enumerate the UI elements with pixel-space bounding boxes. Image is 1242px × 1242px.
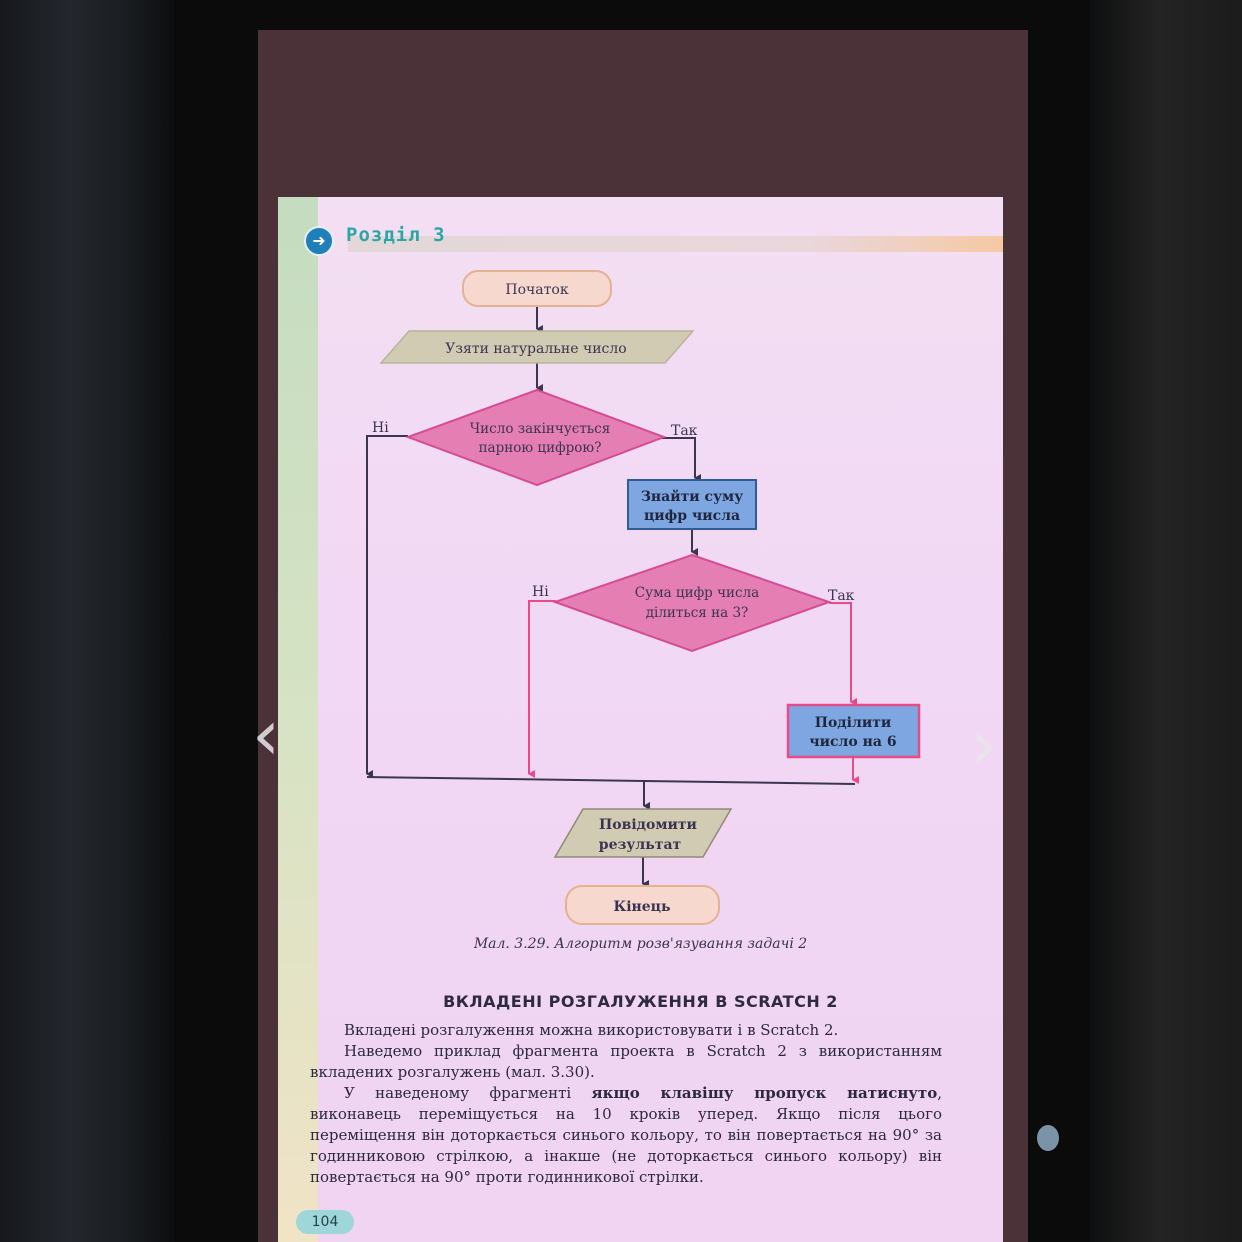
screen-reflection [1037, 1125, 1059, 1151]
connector-yes2 [829, 602, 857, 706]
connector-no1 [366, 435, 408, 778]
output-line2: результат [599, 837, 682, 853]
background-leather-right [1090, 0, 1242, 1242]
decision2-yes-label: Так [828, 588, 855, 604]
process2-node [786, 703, 921, 759]
start-node [462, 270, 612, 307]
page-left-strip [278, 197, 318, 1242]
body-text: Вкладені розгалуження можна використовув… [310, 1020, 942, 1188]
decision1-no-label: Ні [372, 420, 389, 436]
input-node [379, 330, 695, 364]
decision2-no-label: Ні [532, 584, 549, 600]
paragraph-1: Вкладені розгалуження можна використовув… [344, 1021, 839, 1039]
end-node [565, 885, 720, 925]
figure-caption: Мал. 3.29. Алгоритм розв'язування задачі… [473, 936, 808, 952]
process2-line1: Поділити [815, 715, 892, 731]
decision1-node [405, 388, 667, 487]
paragraph-3-end: , виконавець переміщується на 10 кроків … [310, 1084, 942, 1186]
connector-no2 [528, 600, 556, 778]
input-label: Узяти натуральне число [445, 341, 626, 357]
connector-yes1 [656, 437, 701, 482]
process1-line2: цифр числа [644, 508, 740, 524]
arrow-right-circle-icon: ➜ [304, 226, 334, 256]
section-heading: ВКЛАДЕНІ РОЗГАЛУЖЕННЯ В SCRATCH 2 [443, 992, 838, 1011]
decision1-yes-label: Так [671, 423, 698, 439]
output-node [553, 808, 733, 858]
decision1-line2: парною цифрою? [479, 440, 602, 456]
start-label: Початок [505, 282, 568, 298]
section-band [348, 236, 1003, 252]
book-page[interactable]: ➜ Розділ 3 Початок Узяти натуральне числ… [278, 197, 1003, 1242]
decision1-line1: Число закінчується [470, 421, 610, 437]
section-title: Розділ 3 [346, 224, 446, 246]
paragraph-2: Наведемо приклад фрагмента проекта в Scr… [310, 1042, 942, 1081]
background-leather-left [0, 0, 175, 1242]
chevron-right-icon[interactable]: › [970, 704, 998, 786]
page-number: 104 [296, 1210, 354, 1234]
decision2-node [551, 553, 833, 653]
decision2-line2: ділиться на 3? [646, 605, 749, 621]
output-line1: Повідомити [599, 817, 697, 833]
process1-node [627, 479, 757, 530]
paragraph-3: У наведеному фрагменті якщо клавішу проп… [310, 1083, 942, 1188]
end-label: Кінець [613, 899, 670, 915]
flowchart: Початок Узяти натуральне число Число зак… [366, 270, 921, 925]
process2-line2: число на 6 [809, 734, 896, 750]
paragraph-3-bold: якщо клавішу пропуск натиснуто [591, 1084, 938, 1102]
process1-line1: Знайти суму [641, 488, 743, 505]
paragraph-3-start: У наведеному фрагменті [344, 1084, 592, 1102]
merge-line [366, 776, 856, 785]
chevron-left-icon[interactable]: ‹ [252, 694, 280, 776]
decision2-line1: Сума цифр числа [635, 585, 759, 601]
